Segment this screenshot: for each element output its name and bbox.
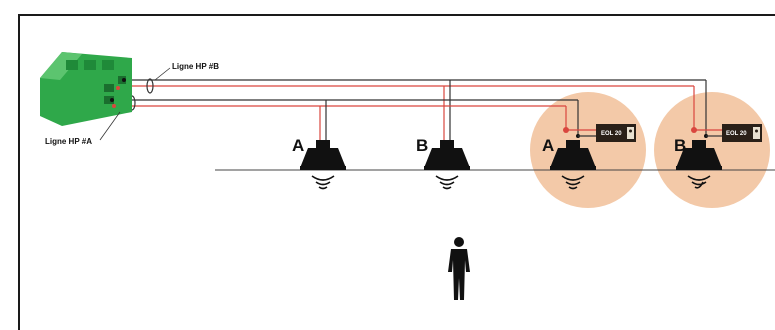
speaker-letter: A (292, 136, 304, 155)
line-b-leader (154, 67, 171, 81)
speaker-b-eol: B EOL 20 (674, 124, 762, 189)
cable-ring-b (146, 78, 154, 94)
speaker-a-eol: A EOL 20 (542, 124, 636, 190)
speaker-letter: B (416, 136, 428, 155)
line-a-wires (120, 99, 579, 142)
speaker-b-1: B (416, 136, 470, 190)
terminal-block-connector (40, 52, 132, 126)
speaker-letter: A (542, 136, 554, 155)
eol-label: EOL 20 (726, 131, 747, 137)
diagram-frame (18, 14, 775, 330)
speaker-a-1: A (292, 136, 346, 190)
person-silhouette (448, 237, 470, 300)
line-b-wires (128, 79, 707, 142)
eol-module: EOL 20 (722, 124, 762, 142)
line-b-label: Ligne HP #B (172, 62, 219, 71)
line-a-leader (99, 111, 121, 141)
eol-module: EOL 20 (596, 124, 636, 142)
line-a-label: Ligne HP #A (45, 137, 92, 146)
eol-label: EOL 20 (601, 131, 622, 137)
